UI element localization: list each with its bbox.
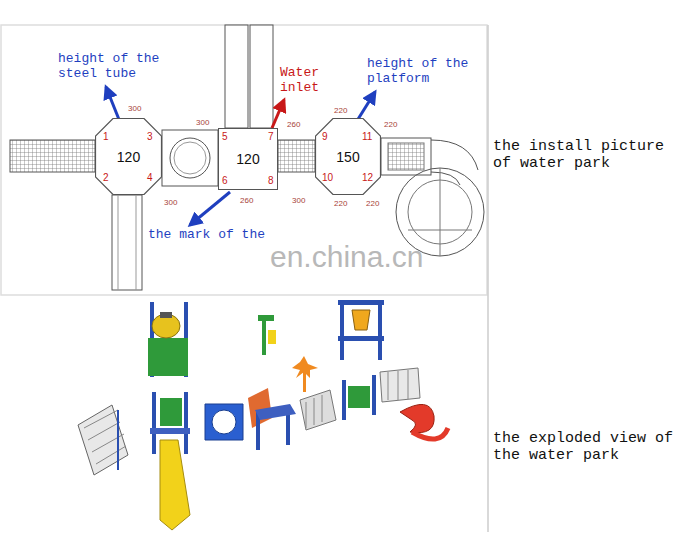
callout-label: height of the steel tube [58, 52, 176, 82]
platform-height: 120 [236, 151, 259, 167]
dimension: 220 [384, 120, 397, 129]
callout-label: Water inlet [280, 66, 342, 96]
post-number: 9 [322, 131, 328, 143]
walkway [10, 140, 95, 172]
tube [170, 138, 210, 178]
dimension: 220 [334, 199, 347, 208]
post-number: 5 [222, 131, 228, 143]
deck [381, 138, 431, 175]
panel-caption: the exploded view of the water park [493, 430, 685, 465]
post-number: 10 [322, 172, 333, 184]
post-number: 6 [222, 175, 228, 187]
platform-height: 120 [117, 149, 140, 165]
exploded-view [78, 300, 448, 530]
platform-hexagon: 120 [95, 118, 162, 195]
tower-tube [250, 25, 273, 128]
post-number: 4 [147, 172, 153, 184]
tube-section [162, 130, 218, 186]
post-number: 11 [362, 131, 372, 143]
dimension: 300 [292, 196, 305, 205]
dimension: 300 [196, 118, 209, 127]
post-number: 2 [103, 172, 109, 184]
post-number: 7 [268, 131, 274, 143]
watermark: en.china.cn [270, 240, 423, 275]
leader-arrow [190, 192, 230, 225]
plan-panel [1, 25, 487, 295]
post-number: 3 [147, 131, 153, 143]
panel-caption: the install picture of water park [493, 138, 685, 173]
walkway [278, 140, 315, 172]
post-number: 1 [103, 131, 109, 143]
post-number: 12 [362, 172, 373, 184]
callout-label: the mark of the [148, 228, 265, 243]
dimension: 300 [128, 104, 141, 113]
divider [487, 25, 489, 532]
leader-arrow [106, 87, 120, 122]
slide [112, 195, 142, 290]
platform-hexagon: 150 [315, 118, 381, 195]
platform-height: 150 [336, 149, 359, 165]
post-number: 8 [268, 175, 274, 187]
dimension: 260 [287, 120, 300, 129]
dimension: 300 [164, 198, 177, 207]
callout-label: height of the platform [367, 57, 485, 87]
tower-tube [225, 25, 248, 128]
leader-arrow [272, 100, 284, 128]
dimension: 220 [366, 199, 379, 208]
dimension: 220 [334, 106, 347, 115]
dimension: 260 [240, 196, 253, 205]
grate [388, 143, 424, 170]
